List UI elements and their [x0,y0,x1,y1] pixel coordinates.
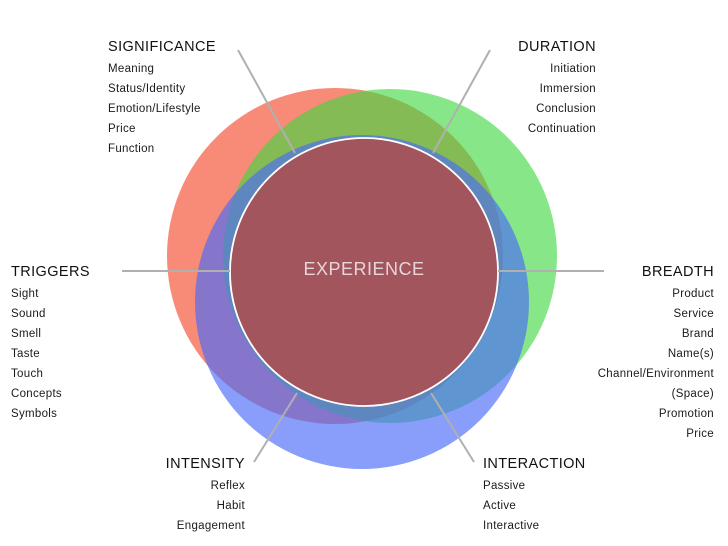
list-item: Price [108,123,136,135]
list-item: Interactive [483,520,540,532]
list-item: Function [108,143,155,155]
list-item: Sight [11,288,39,300]
list-item: Sound [11,308,46,320]
list-item: Smell [11,328,42,340]
spoke-interaction [430,392,475,463]
list-item: Emotion/Lifestyle [108,103,201,115]
list-item: Passive [483,480,526,492]
list-item: Reflex [210,480,245,492]
list-item: Promotion [658,408,714,420]
breadth-title: BREADTH [641,264,714,280]
list-item: Brand [681,328,714,340]
triggers-title: TRIGGERS [11,264,90,280]
list-item: Service [673,308,714,320]
list-item: Product [672,288,714,300]
list-item: Concepts [11,388,62,400]
intensity-title: INTENSITY [165,456,245,472]
spoke-intensity [253,392,298,463]
list-item: Immersion [539,83,596,95]
list-item: Symbols [11,408,58,420]
list-item: Engagement [176,520,245,532]
list-item: Channel/Environment [597,368,714,380]
significance-title: SIGNIFICANCE [108,39,216,55]
list-item: Habit [216,500,245,512]
list-item: Taste [11,348,40,360]
list-item: Meaning [108,63,155,75]
spoke-duration [432,49,491,154]
list-item: Status/Identity [108,83,186,95]
interaction-title: INTERACTION [483,456,586,472]
spoke-significance [237,49,296,154]
list-item: Touch [11,368,44,380]
list-item: Active [483,500,517,512]
list-item: (Space) [671,388,714,400]
list-item: Conclusion [536,103,596,115]
list-item: Continuation [527,123,596,135]
list-item: Initiation [550,63,596,75]
list-item: Name(s) [667,348,714,360]
duration-title: DURATION [518,39,596,55]
list-item: Price [686,428,714,440]
experience-label: EXPERIENCE [303,259,425,279]
